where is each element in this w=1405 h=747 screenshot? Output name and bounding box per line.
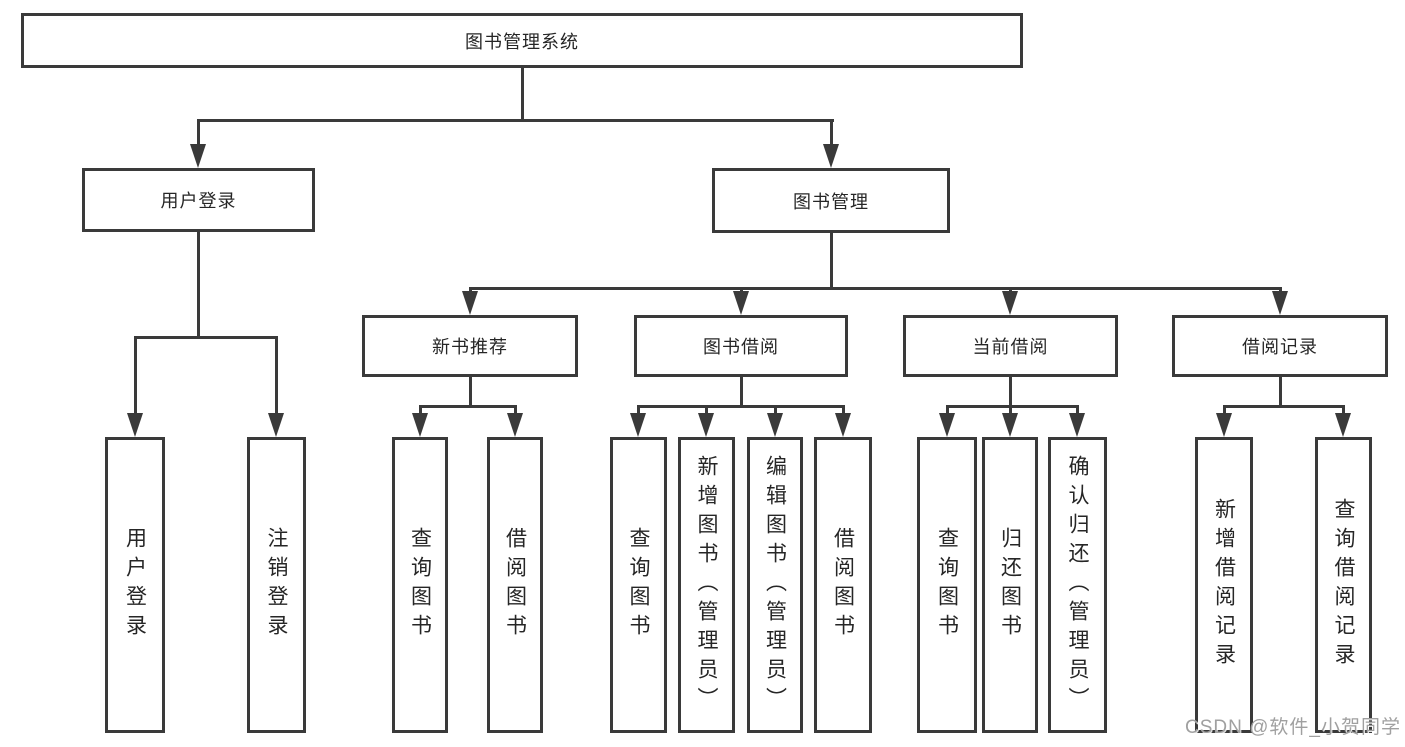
- arrow-down-icon: [1069, 413, 1085, 437]
- arrow-down-icon: [1272, 291, 1288, 315]
- connector-line: [274, 337, 278, 415]
- node-user-login: 用户登录: [82, 168, 315, 232]
- connector-line: [468, 377, 472, 406]
- connector-line: [196, 232, 200, 337]
- connector-line: [513, 406, 517, 415]
- csdn-watermark: CSDN @软件_小贺同学: [1185, 717, 1401, 738]
- node-borrowing-records: 借阅记录: [1172, 315, 1388, 377]
- arrow-down-icon: [268, 413, 284, 437]
- leaf-borrow-edit-book-admin: 编辑图书（管理员）: [747, 437, 803, 733]
- connector-line: [196, 118, 834, 122]
- connector-line: [1008, 406, 1012, 415]
- leaf-user-login: 用户登录: [105, 437, 165, 733]
- arrow-down-icon: [190, 144, 206, 168]
- arrow-down-icon: [767, 413, 783, 437]
- connector-line: [704, 406, 708, 415]
- connector-line: [773, 406, 777, 415]
- node-book-borrowing: 图书借阅: [634, 315, 848, 377]
- connector-line: [1008, 377, 1012, 406]
- leaf-records-add-borrow-record: 新增借阅记录: [1195, 437, 1253, 733]
- arrow-down-icon: [823, 144, 839, 168]
- leaf-borrow-borrow-book: 借阅图书: [814, 437, 872, 733]
- arrow-down-icon: [630, 413, 646, 437]
- leaf-rec-query-book: 查询图书: [392, 437, 448, 733]
- connector-line: [468, 286, 1282, 290]
- arrow-down-icon: [1002, 413, 1018, 437]
- arrow-down-icon: [698, 413, 714, 437]
- arrow-down-icon: [733, 291, 749, 315]
- connector-line: [636, 406, 640, 415]
- connector-line: [1075, 406, 1079, 415]
- arrow-down-icon: [462, 291, 478, 315]
- connector-line: [829, 233, 833, 288]
- arrow-down-icon: [939, 413, 955, 437]
- leaf-current-confirm-return-admin: 确认归还（管理员）: [1048, 437, 1107, 733]
- connector-line: [739, 288, 743, 293]
- arrow-down-icon: [1216, 413, 1232, 437]
- connector-line: [196, 120, 200, 146]
- node-library-management-system: 图书管理系统: [21, 13, 1023, 68]
- connector-line: [133, 337, 137, 415]
- node-book-management: 图书管理: [712, 168, 950, 233]
- arrow-down-icon: [412, 413, 428, 437]
- arrow-down-icon: [1002, 291, 1018, 315]
- connector-line: [468, 288, 472, 293]
- node-current-borrowing: 当前借阅: [903, 315, 1118, 377]
- connector-line: [418, 404, 517, 408]
- connector-line: [1222, 406, 1226, 415]
- connector-line: [739, 377, 743, 406]
- connector-line: [945, 404, 1079, 408]
- leaf-borrow-query-book: 查询图书: [610, 437, 667, 733]
- arrow-down-icon: [835, 413, 851, 437]
- connector-line: [418, 406, 422, 415]
- leaf-logout-login: 注销登录: [247, 437, 306, 733]
- leaf-records-query-borrow-record: 查询借阅记录: [1315, 437, 1372, 733]
- leaf-rec-borrow-book: 借阅图书: [487, 437, 543, 733]
- arrow-down-icon: [507, 413, 523, 437]
- leaf-borrow-add-book-admin: 新增图书（管理员）: [678, 437, 735, 733]
- connector-line: [1222, 404, 1345, 408]
- arrow-down-icon: [1335, 413, 1351, 437]
- connector-line: [1278, 288, 1282, 293]
- node-new-book-recommend: 新书推荐: [362, 315, 578, 377]
- connector-line: [841, 406, 845, 415]
- connector-line: [636, 404, 845, 408]
- connector-line: [1341, 406, 1345, 415]
- leaf-current-query-book: 查询图书: [917, 437, 977, 733]
- connector-line: [1278, 377, 1282, 406]
- connector-line: [829, 120, 833, 146]
- arrow-down-icon: [127, 413, 143, 437]
- connector-line: [1008, 288, 1012, 293]
- connector-line: [133, 335, 278, 339]
- connector-line: [520, 68, 524, 120]
- leaf-current-return-book: 归还图书: [982, 437, 1038, 733]
- connector-line: [945, 406, 949, 415]
